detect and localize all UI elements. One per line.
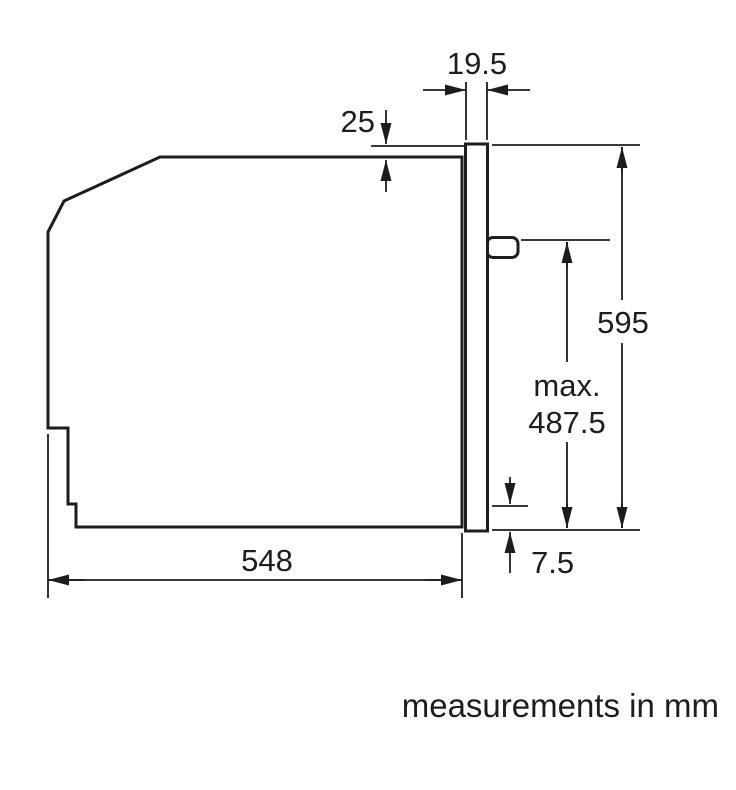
dim-top-overhang: 25 (341, 104, 464, 192)
dim-handle-clearance-prefix: max. (533, 368, 600, 403)
label-mask (522, 362, 612, 442)
dim-appliance-depth: 548 (47, 434, 463, 598)
dim-handle-clearance-value: 487.5 (528, 405, 606, 440)
dim-top-overhang-label: 25 (341, 104, 375, 139)
dim-front-height-label: 595 (597, 305, 649, 340)
oven-door-front-panel (464, 142, 489, 533)
oven-body-outline (46, 155, 464, 529)
oven-side-view (46, 142, 520, 533)
dim-frame-thickness-label: 19.5 (447, 46, 507, 81)
dim-front-height: 595 (492, 144, 651, 531)
oven-door-handle (485, 236, 520, 259)
dim-appliance-depth-label: 548 (241, 543, 293, 578)
dim-handle-clearance: max. 487.5 (521, 239, 612, 528)
dim-bottom-overhang-label: 7.5 (531, 545, 574, 580)
dim-bottom-overhang: 7.5 (492, 477, 574, 580)
dim-frame-thickness: 19.5 (423, 46, 530, 140)
units-caption: measurements in mm (402, 687, 719, 724)
label-mask (595, 300, 651, 343)
